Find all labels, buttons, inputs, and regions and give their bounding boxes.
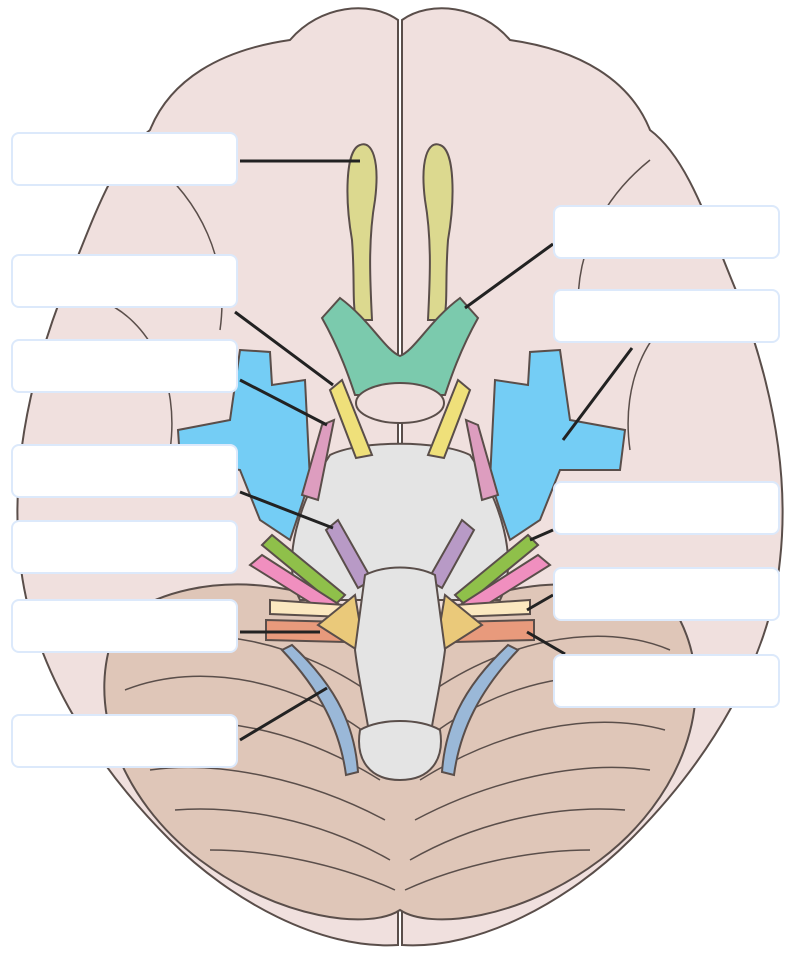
label-field-left-6[interactable] xyxy=(11,599,238,653)
left-facial-nerve xyxy=(260,533,347,607)
left-oculomotor-nerve xyxy=(328,378,374,460)
right-oculomotor-nerve xyxy=(426,378,472,460)
label-field-left-7[interactable] xyxy=(11,714,238,768)
right-accessory-nerve xyxy=(440,643,520,777)
label-field-left-5[interactable] xyxy=(11,520,238,574)
label-field-left-3[interactable] xyxy=(11,339,238,393)
label-field-right-1[interactable] xyxy=(553,205,780,259)
right-trochlear-nerve xyxy=(464,418,500,502)
right-trigeminal-nerve xyxy=(488,348,627,542)
label-field-left-4[interactable] xyxy=(11,444,238,498)
leader-lines xyxy=(234,159,634,742)
spinal-cord xyxy=(358,720,442,782)
label-field-right-2[interactable] xyxy=(553,289,780,343)
label-field-right-4[interactable] xyxy=(553,567,780,621)
label-field-left-1[interactable] xyxy=(11,132,238,186)
label-field-left-2[interactable] xyxy=(11,254,238,308)
label-field-right-3[interactable] xyxy=(553,481,780,535)
medulla xyxy=(353,566,447,741)
left-accessory-nerve xyxy=(280,643,360,777)
label-field-right-5[interactable] xyxy=(553,654,780,708)
optic-chiasm xyxy=(320,296,480,396)
left-trochlear-nerve xyxy=(300,418,336,502)
